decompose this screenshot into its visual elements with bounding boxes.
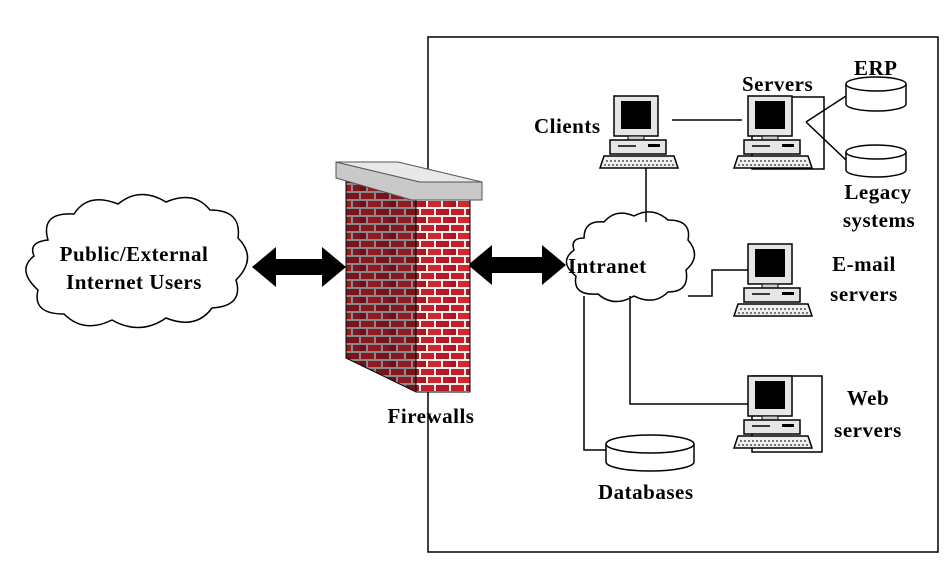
legacy-label-line2: systems bbox=[842, 208, 916, 232]
erp-database-icon bbox=[845, 76, 907, 112]
intranet-cloud-shape bbox=[565, 211, 696, 303]
databases-icon bbox=[605, 434, 695, 472]
external-cloud-shape bbox=[25, 193, 249, 329]
legacy-label-line1: Legacy bbox=[844, 180, 912, 204]
external-users-label-line2: Internet Users bbox=[66, 270, 202, 294]
arrow-external-firewall bbox=[252, 247, 346, 287]
clients-label: Clients bbox=[534, 114, 601, 138]
servers-computer-icon bbox=[733, 95, 813, 169]
firewall-wall bbox=[335, 161, 483, 393]
firewall-label: Firewalls bbox=[387, 404, 475, 428]
clients-computer-icon bbox=[599, 95, 679, 169]
arrow-firewall-intranet bbox=[468, 245, 566, 285]
databases-label: Databases bbox=[598, 480, 694, 504]
servers-label: Servers bbox=[742, 72, 814, 96]
email-label-line2: servers bbox=[830, 282, 898, 306]
email-server-computer-icon bbox=[733, 243, 813, 317]
external-users-label-line1: Public/External bbox=[59, 242, 209, 266]
legacy-database-icon bbox=[845, 144, 907, 178]
intranet-label: Intranet bbox=[568, 254, 647, 278]
web-label-line2: servers bbox=[834, 418, 902, 442]
email-label-line1: E-mail bbox=[832, 252, 896, 276]
web-label-line1: Web bbox=[846, 386, 890, 410]
erp-label: ERP bbox=[854, 56, 898, 80]
web-server-computer-icon bbox=[733, 375, 813, 449]
